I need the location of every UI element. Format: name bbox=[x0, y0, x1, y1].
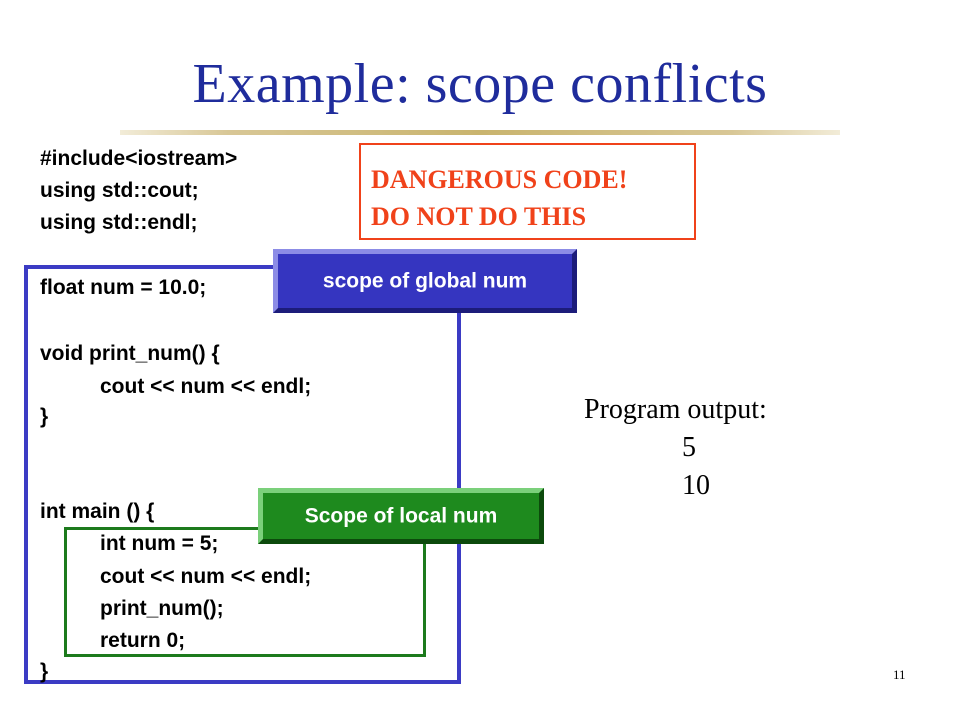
code-line-main-call: print_num(); bbox=[100, 597, 224, 620]
code-line-main-signature: int main () { bbox=[40, 500, 155, 523]
code-line-main-return: return 0; bbox=[100, 629, 186, 652]
program-output-value-1: 5 bbox=[682, 432, 696, 463]
warning-box: DANGEROUS CODE! DO NOT DO THIS bbox=[359, 143, 696, 240]
global-scope-label-text: scope of global num bbox=[322, 269, 528, 293]
global-scope-label: scope of global num bbox=[273, 249, 577, 313]
warning-line-2: DO NOT DO THIS bbox=[371, 202, 587, 231]
global-scope-box bbox=[24, 265, 461, 684]
local-scope-label-text: Scope of local num bbox=[304, 504, 498, 528]
code-line-using-endl: using std::endl; bbox=[40, 211, 198, 234]
title-underline bbox=[120, 130, 840, 135]
code-line-func-body: cout << num << endl; bbox=[100, 375, 312, 398]
program-output-value-2: 10 bbox=[682, 470, 710, 501]
program-output-heading: Program output: bbox=[584, 394, 767, 425]
code-line-main-close: } bbox=[40, 660, 49, 683]
code-line-main-cout: cout << num << endl; bbox=[100, 565, 312, 588]
code-line-global-decl: float num = 10.0; bbox=[40, 276, 207, 299]
code-line-using-cout: using std::cout; bbox=[40, 179, 199, 202]
code-line-func-close: } bbox=[40, 405, 49, 428]
code-line-func-signature: void print_num() { bbox=[40, 342, 220, 365]
local-scope-label: Scope of local num bbox=[258, 488, 544, 544]
code-line-local-decl: int num = 5; bbox=[100, 532, 219, 555]
local-scope-box bbox=[64, 527, 426, 657]
code-line-include: #include<iostream> bbox=[40, 147, 238, 170]
slide-title: Example: scope conflicts bbox=[192, 53, 768, 115]
page-number: 11 bbox=[893, 667, 906, 682]
warning-line-1: DANGEROUS CODE! bbox=[371, 165, 628, 194]
